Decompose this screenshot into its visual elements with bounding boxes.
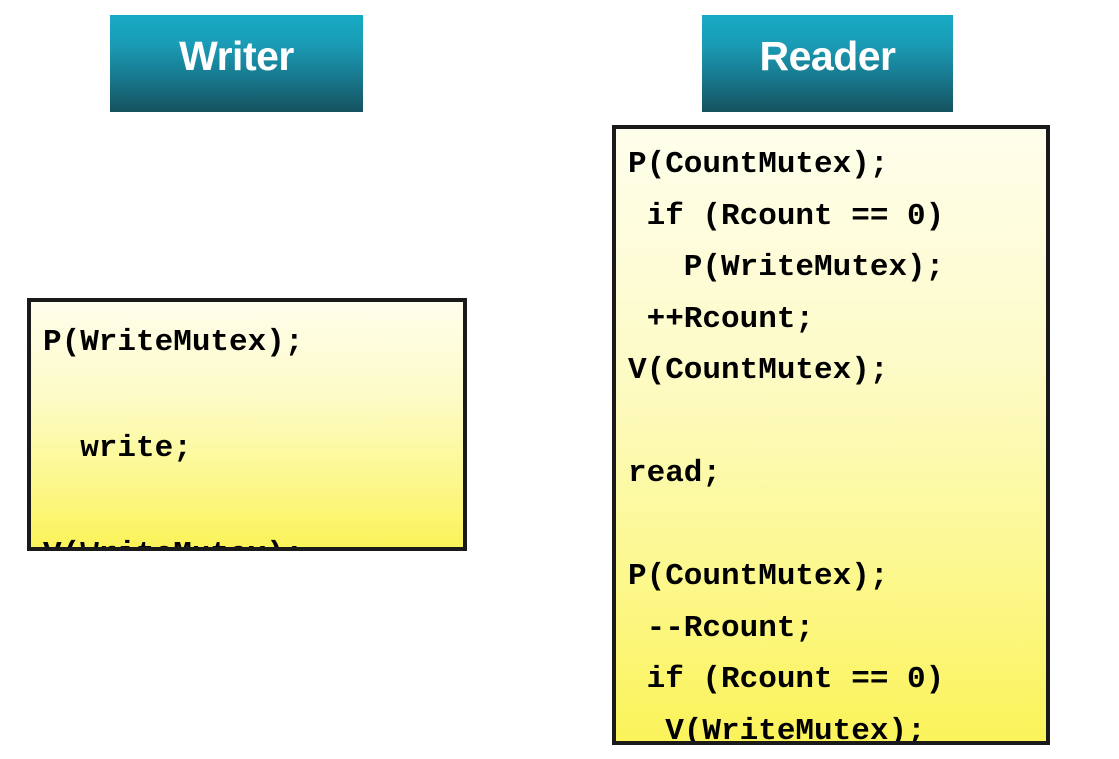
reader-code-box: P(CountMutex); if (Rcount == 0) P(WriteM… — [612, 125, 1050, 745]
reader-banner-label: Reader — [759, 33, 896, 79]
writer-banner-label: Writer — [179, 33, 294, 79]
reader-header-banner: Reader — [702, 15, 953, 112]
writer-header-banner: Writer — [110, 15, 363, 112]
writer-code-box: P(WriteMutex); write; V(WriteMutex); — [27, 298, 467, 551]
reader-code-text: P(CountMutex); if (Rcount == 0) P(WriteM… — [628, 147, 945, 745]
writer-code-text: P(WriteMutex); write; V(WriteMutex); — [43, 325, 304, 547]
